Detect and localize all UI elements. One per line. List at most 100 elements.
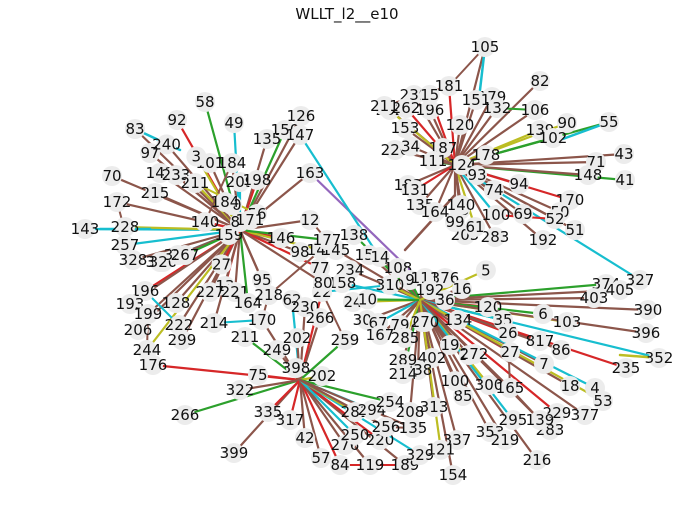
node-circle xyxy=(636,323,656,343)
node-circle xyxy=(410,195,430,215)
node-circle xyxy=(616,358,636,378)
node-label: 140 xyxy=(191,213,220,231)
node-circle xyxy=(525,100,545,120)
graph-node: 18 xyxy=(560,376,580,396)
node-circle xyxy=(123,250,143,270)
node-label: 92 xyxy=(167,111,186,129)
node-circle xyxy=(167,110,187,130)
node-label: 139 xyxy=(526,411,555,429)
node-circle xyxy=(530,331,550,351)
node-circle xyxy=(300,163,320,183)
node-label: 103 xyxy=(553,313,582,331)
node-label: 192 xyxy=(529,231,558,249)
node-label: 377 xyxy=(571,406,600,424)
graph-node: 235 xyxy=(612,358,640,378)
graph-node: 285 xyxy=(391,328,420,348)
graph-node: 19 xyxy=(440,335,460,355)
graph-node: 83 xyxy=(125,119,145,139)
graph-node: 140 xyxy=(191,212,220,232)
node-circle xyxy=(565,220,585,240)
node-circle xyxy=(102,166,122,186)
node-circle xyxy=(230,380,250,400)
node-label: 396 xyxy=(632,324,661,342)
node-label: 14 xyxy=(370,248,389,266)
node-circle xyxy=(380,392,400,412)
node-label: 34 xyxy=(401,137,420,155)
graph-node: 376 xyxy=(431,268,459,288)
graph-node: 250 xyxy=(341,425,369,445)
node-label: 211 xyxy=(231,328,260,346)
node-label: 4 xyxy=(590,379,600,397)
graph-node: 57 xyxy=(311,448,331,468)
node-label: 151 xyxy=(462,91,491,109)
diagram-title: WLLT_l2__e10 xyxy=(295,5,398,24)
graph-node: 146 xyxy=(267,228,295,248)
graph-node: 153 xyxy=(391,118,419,138)
node-label: 240 xyxy=(152,135,181,153)
node-label: 61 xyxy=(465,218,484,236)
node-label: 390 xyxy=(634,301,663,319)
graph-node: 126 xyxy=(287,106,315,126)
node-label: 270 xyxy=(411,313,440,331)
node-label: 211 xyxy=(181,174,210,192)
graph-node: 140 xyxy=(447,195,475,215)
node-circle xyxy=(424,397,444,417)
graph-node: 206 xyxy=(124,320,152,340)
graph-node: 178 xyxy=(472,145,500,165)
graph-node: 10 xyxy=(357,289,378,310)
node-label: 86 xyxy=(551,341,570,359)
graph-node: 229 xyxy=(543,403,571,423)
node-circle xyxy=(443,465,463,485)
graph-node: 52 xyxy=(545,209,565,229)
node-circle xyxy=(465,217,485,237)
graph-node: 42 xyxy=(295,428,315,448)
node-label: 266 xyxy=(171,406,200,424)
node-circle xyxy=(430,439,451,460)
node-circle xyxy=(140,143,160,163)
node-circle xyxy=(257,129,277,149)
node-label: 74 xyxy=(484,181,503,199)
graph-node: 49 xyxy=(224,113,244,133)
graph-edge xyxy=(321,284,391,293)
graph-node: 228 xyxy=(111,217,139,237)
node-label: 295 xyxy=(499,411,528,429)
graph-node: 27 xyxy=(500,342,520,362)
graph-node: 230 xyxy=(291,297,319,317)
node-label: 165 xyxy=(496,379,525,397)
node-circle xyxy=(247,170,267,190)
node-label: 27 xyxy=(212,255,231,273)
graph-node: 244 xyxy=(133,340,161,360)
node-label: 399 xyxy=(220,444,249,462)
node-label: 94 xyxy=(509,175,528,193)
node-label: 82 xyxy=(530,72,549,90)
graph-node: 41 xyxy=(615,170,635,190)
node-label: 272 xyxy=(460,345,489,363)
node-circle xyxy=(485,227,505,247)
graph-node: 399 xyxy=(220,443,249,463)
graph-node: 403 xyxy=(580,288,608,308)
graph-edge xyxy=(233,228,242,294)
node-label: 100 xyxy=(482,206,511,224)
node-label: 310 xyxy=(376,276,405,294)
graph-node: 198 xyxy=(243,170,271,190)
graph-node: 266 xyxy=(306,308,335,328)
node-circle xyxy=(440,335,460,355)
graph-node: 218 xyxy=(254,285,283,306)
node-circle xyxy=(500,342,520,362)
node-circle xyxy=(419,84,440,105)
node-label: 75 xyxy=(248,366,267,384)
graph-node: 154 xyxy=(439,465,467,485)
node-circle xyxy=(395,118,415,138)
graph-node: 151 xyxy=(462,90,491,110)
graph-node: 254 xyxy=(376,392,404,412)
node-circle xyxy=(286,358,306,378)
node-circle xyxy=(475,260,496,281)
graph-edge xyxy=(238,228,325,285)
node-label: 266 xyxy=(306,309,335,327)
node-label: 5 xyxy=(481,261,491,279)
node-label: 285 xyxy=(391,329,420,347)
node-label: 405 xyxy=(606,281,635,299)
graph-node: 390 xyxy=(634,300,663,320)
node-circle xyxy=(450,115,470,135)
node-label: 294 xyxy=(358,401,387,419)
